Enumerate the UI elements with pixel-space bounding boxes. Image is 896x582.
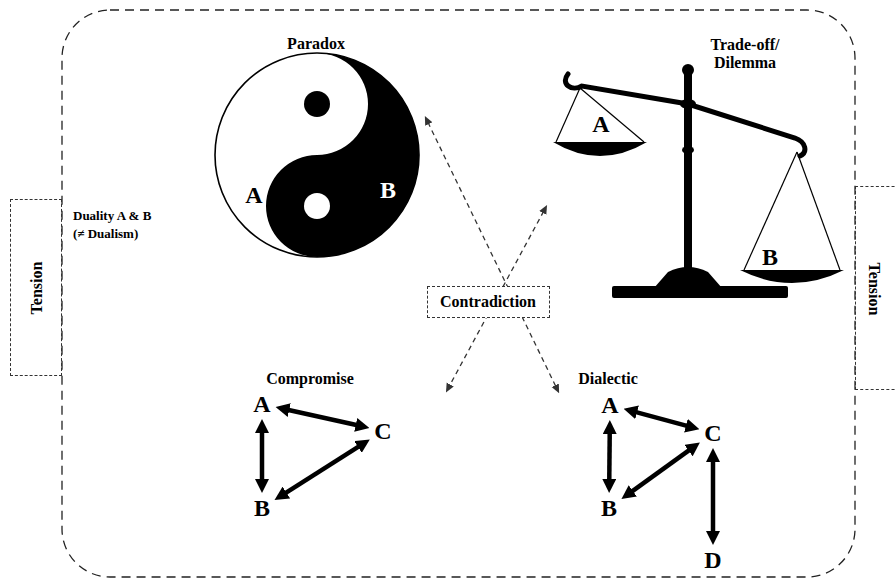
letter-node: D	[702, 548, 723, 572]
scale-knob	[682, 64, 694, 76]
double-arrow	[607, 431, 612, 482]
pan-string	[797, 152, 840, 270]
double-arrow	[286, 409, 358, 425]
yin-yang-dark-dot	[304, 91, 330, 117]
scale-collar	[682, 146, 694, 154]
duality-note: Duality A & B (≠ Dualism)	[73, 207, 161, 243]
contradiction-box: Contradiction	[427, 286, 550, 318]
yin-yang-outline	[215, 53, 419, 257]
pole-letter: A	[592, 112, 609, 136]
paradox-yin-yang: ParadoxA B	[212, 30, 424, 262]
concept-heading: Compromise	[266, 371, 354, 387]
letter-node: A	[599, 393, 620, 417]
compromise-group: CompromiseA B C	[235, 366, 445, 526]
double-arrow	[711, 459, 716, 534]
scale-foot	[654, 267, 722, 288]
scale-pan	[740, 270, 844, 283]
pole-letter: A	[253, 392, 270, 416]
pole-letter: B	[380, 178, 396, 202]
letter-node: A	[251, 392, 272, 416]
scale-pan	[553, 142, 647, 156]
dashed-double-arrow	[428, 122, 556, 387]
tension-box: Tension	[10, 199, 62, 376]
yin-yang-light-dot	[304, 193, 330, 219]
pole-letter: B	[762, 245, 778, 269]
pole-letter: D	[704, 548, 721, 572]
pole-letter: C	[374, 419, 391, 443]
tension-text: Tension	[866, 263, 882, 316]
letter-node: B	[599, 496, 619, 520]
pole-letter: A	[601, 393, 618, 417]
pole-letter: B	[601, 496, 617, 520]
letter-node: C	[702, 421, 723, 445]
pole-letter: A	[245, 183, 262, 207]
trade-off-scale: Trade-off/ DilemmaA B	[548, 30, 844, 305]
concept-heading: Paradox	[287, 36, 345, 52]
pan-string	[556, 88, 580, 142]
tension-box: Tension	[855, 186, 896, 390]
letter-node: C	[372, 419, 393, 443]
balance-scale	[553, 64, 844, 298]
letter-node: B	[252, 496, 272, 520]
outer-frame	[62, 10, 855, 577]
pan-string	[744, 152, 797, 270]
tension-text: Tension	[29, 262, 45, 315]
double-arrow	[634, 412, 689, 427]
contradiction-text: Contradiction	[440, 294, 536, 310]
concept-heading: Dialectic	[578, 371, 638, 387]
pan-string	[580, 88, 644, 142]
pole-letter: C	[704, 421, 721, 445]
yin-yang-symbol	[215, 53, 419, 257]
double-arrow	[260, 430, 265, 482]
double-arrow	[630, 449, 691, 493]
double-arrow	[284, 445, 361, 494]
dialectic-group: DialecticA B C D	[560, 366, 740, 577]
pole-letter: B	[254, 496, 270, 520]
concept-heading: Trade-off/ Dilemma	[704, 36, 786, 73]
yin-yang-dark-half	[266, 53, 419, 257]
